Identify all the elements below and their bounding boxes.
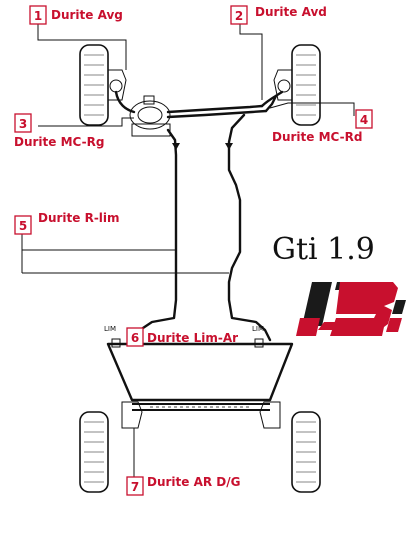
callout-5: 5 Durite R-lim xyxy=(14,211,120,235)
callout-1-label: Durite Avg xyxy=(51,8,123,22)
callout-6-label: Durite Lim-Ar xyxy=(147,331,238,345)
callout-2-label: Durite Avd xyxy=(255,5,327,19)
callout-2: 2 Durite Avd xyxy=(230,5,327,25)
callout-6: 6 Durite Lim-Ar xyxy=(126,327,238,347)
callout-1: 1 Durite Avg xyxy=(29,5,123,25)
callout-2-number: 2 xyxy=(235,9,243,23)
front-brake-lines xyxy=(114,90,284,119)
rear-subframe xyxy=(106,338,294,429)
callout-4-label: Durite MC-Rd xyxy=(272,130,362,144)
callout-3-label: Durite MC-Rg xyxy=(14,135,104,149)
main-brake-lines xyxy=(22,113,272,342)
callout-7-label: Durite AR D/G xyxy=(147,475,241,489)
rear-left-wheel xyxy=(79,411,109,493)
front-right-wheel xyxy=(273,44,321,126)
callout-5-label: Durite R-lim xyxy=(38,211,120,225)
lim-label-right: LIM xyxy=(252,325,264,333)
callout-1-number: 1 xyxy=(34,9,42,23)
callout-3-number: 3 xyxy=(19,117,27,131)
callout-leaders xyxy=(21,24,355,478)
ibc-logo xyxy=(296,282,406,336)
callout-4: 4 Durite MC-Rd xyxy=(272,109,373,144)
callout-3: 3 Durite MC-Rg xyxy=(14,113,104,149)
front-left-wheel xyxy=(79,44,127,126)
callout-6-number: 6 xyxy=(131,331,139,345)
callout-7-number: 7 xyxy=(131,480,139,494)
lim-label-left: LIM xyxy=(104,325,116,333)
callout-5-number: 5 xyxy=(19,219,27,233)
master-cylinder xyxy=(129,95,171,137)
callout-7: 7 Durite AR D/G xyxy=(126,475,241,496)
rear-right-wheel xyxy=(291,411,321,493)
callout-4-number: 4 xyxy=(360,113,368,127)
page-title: Gti 1.9 xyxy=(272,232,375,267)
